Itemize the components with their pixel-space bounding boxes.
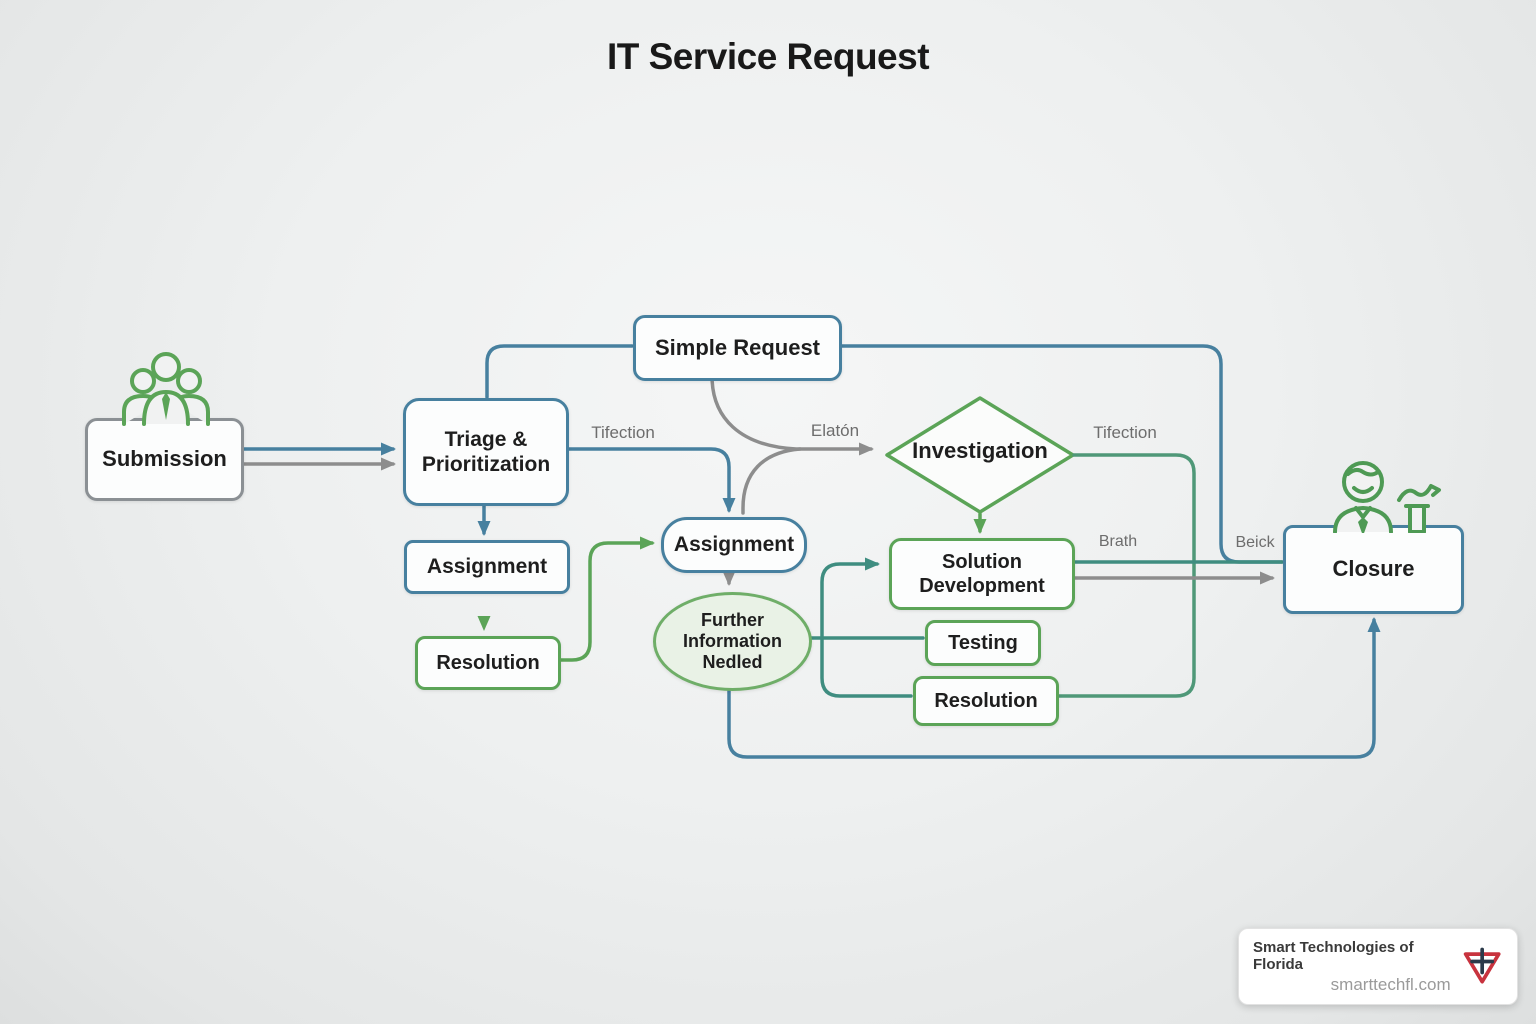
edge-bracket-resolution-right (820, 637, 913, 698)
edge-label-brath: Brath (1098, 533, 1138, 550)
investigation-diamond-shape (885, 396, 1075, 514)
page-title: IT Service Request (606, 36, 930, 77)
submitters-group-icon (122, 352, 210, 426)
footer-brand-card: Smart Technologies of Florida smarttechf… (1238, 928, 1518, 1005)
edge-investigation-resolution-right (1053, 453, 1196, 698)
node-assignment-left: Assignment (404, 540, 570, 594)
node-submission: Submission (85, 418, 244, 501)
edge-bracket-solution (820, 557, 880, 639)
edge-label-beick: Beick (1235, 534, 1275, 551)
node-assignment-pill: Assignment (661, 517, 807, 573)
edge-label-tifection-left: Tifection (591, 423, 655, 442)
node-resolution-left: Resolution (415, 636, 561, 690)
node-solution-development: Solution Development (889, 538, 1075, 610)
edge-triage-assignment-pill (562, 447, 736, 513)
closure-person-icon (1333, 461, 1441, 533)
brand-triangle-logo (1463, 947, 1501, 984)
node-investigation-label: Investigation (912, 438, 1048, 463)
edge-further-info-closure (727, 617, 1381, 759)
edge-triage-simple-request (485, 344, 634, 399)
node-resolution-right: Resolution (913, 676, 1059, 726)
node-closure: Closure (1283, 525, 1464, 614)
footer-company-name: Smart Technologies of Florida (1253, 938, 1414, 973)
edge-simple-request-investigation (710, 374, 874, 456)
edge-label-tifection-right: Tifection (1093, 423, 1157, 442)
edge-resolution-assignment-pill (554, 536, 655, 662)
node-testing: Testing (925, 620, 1041, 666)
edge-label-elaton: Elatón (810, 421, 860, 440)
node-further-information-needed: Further Information Nedled (653, 592, 812, 691)
edge-simple-request-assignment-pill (741, 447, 802, 515)
node-simple-request: Simple Request (633, 315, 842, 381)
footer-website: smarttechfl.com (1330, 974, 1451, 994)
node-triage-prioritization: Triage & Prioritization (403, 398, 569, 506)
